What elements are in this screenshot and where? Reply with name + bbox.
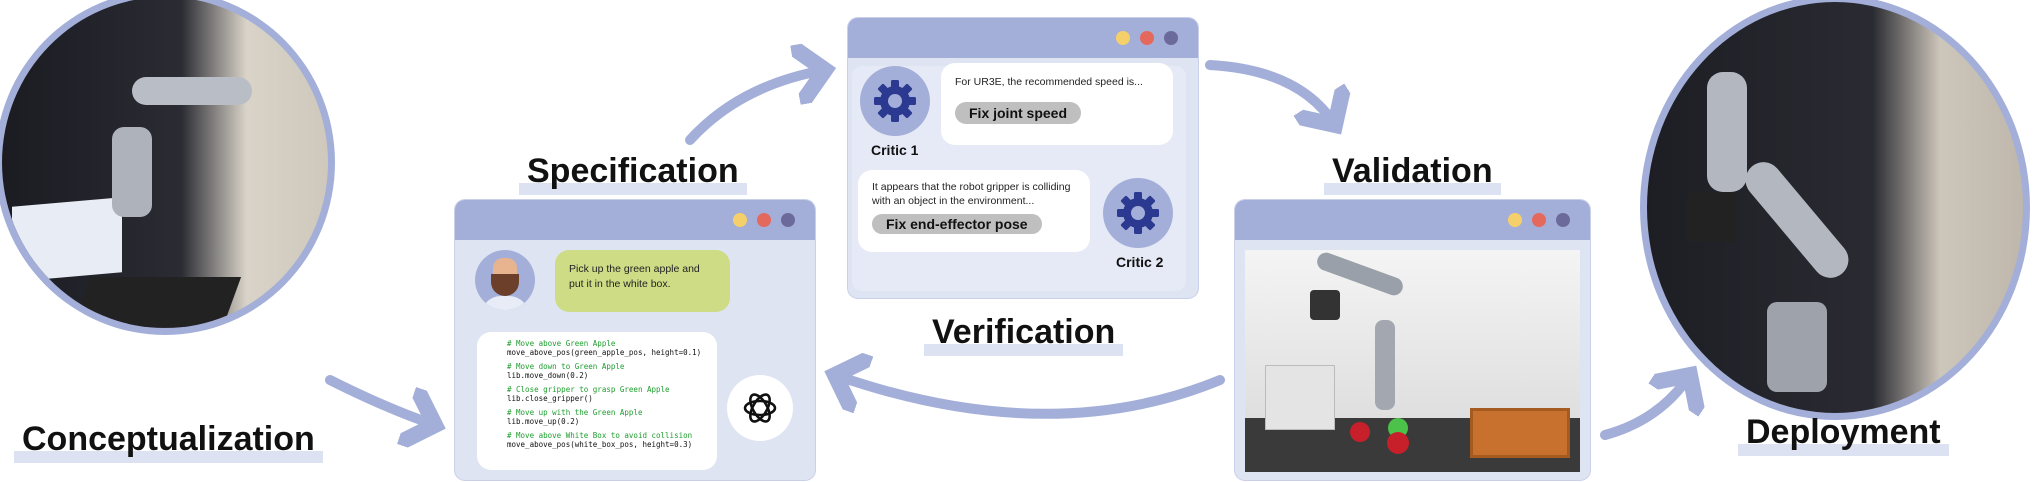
robot-base (1767, 302, 1827, 392)
critic1-bubble: For UR3E, the recommended speed is... Fi… (941, 63, 1173, 145)
window-dot-red (1532, 213, 1546, 227)
chatgpt-logo-icon (727, 375, 793, 441)
window-titlebar (848, 18, 1198, 58)
window-dot-yellow (1116, 31, 1130, 45)
code-comment: # Move up with the Green Apple (507, 408, 643, 417)
sim-red-apple-2 (1387, 432, 1409, 454)
laptop-keyboard (72, 277, 242, 327)
robot-gripper (1687, 192, 1737, 242)
stage-specification: Specification (519, 152, 747, 195)
fix-joint-speed-button[interactable]: Fix joint speed (955, 102, 1082, 124)
robot-arm (1707, 72, 1747, 192)
stage-conceptualization: Conceptualization (14, 420, 323, 463)
critic1-label: Critic 1 (871, 142, 919, 158)
critic2-bubble: It appears that the robot gripper is col… (858, 170, 1090, 252)
sim-white-box (1265, 365, 1335, 430)
critic2-label: Critic 2 (1116, 254, 1164, 270)
verification-window: Critic 1 For UR3E, the recommended speed… (848, 18, 1198, 298)
code-line: lib.close_gripper() (507, 394, 593, 403)
robot-base (112, 127, 152, 217)
arrow-concept-to-spec (325, 375, 435, 425)
window-dot-purple (781, 213, 795, 227)
stage-validation: Validation (1324, 152, 1501, 195)
window-dot-purple (1164, 31, 1178, 45)
window-dot-yellow (1508, 213, 1522, 227)
code-line: move_above_pos(green_apple_pos, height=0… (507, 348, 702, 357)
arrow-spec-to-verif (685, 70, 825, 145)
code-comment: # Close gripper to grasp Green Apple (507, 385, 670, 394)
code-group: # Move above White Box to avoid collisio… (507, 431, 717, 449)
fix-end-effector-pose-button[interactable]: Fix end-effector pose (872, 214, 1042, 234)
sim-red-apple (1350, 422, 1370, 442)
window-dot-purple (1556, 213, 1570, 227)
user-prompt-bubble: Pick up the green apple and put it in th… (555, 250, 730, 312)
stage-deployment: Deployment (1738, 413, 1949, 456)
code-line: move_above_pos(white_box_pos, height=0.3… (507, 440, 693, 449)
critic1-gear-icon (860, 66, 930, 136)
laptop-screen (12, 197, 122, 282)
robot-arm (132, 77, 252, 105)
code-comment: # Move down to Green Apple (507, 362, 625, 371)
critic2-gear-icon (1103, 178, 1173, 248)
stage-verification: Verification (923, 313, 1124, 356)
window-dot-yellow (733, 213, 747, 227)
arrow-valid-to-deploy (1600, 375, 1690, 440)
critic2-message: It appears that the robot gripper is col… (872, 181, 1071, 207)
user-avatar (475, 250, 535, 310)
deployment-photo (1640, 0, 2030, 420)
code-comment: # Move above White Box to avoid collisio… (507, 431, 693, 440)
code-line: lib.move_up(0.2) (507, 417, 580, 426)
sim-gripper (1310, 290, 1340, 320)
code-comment: # Move above Green Apple (507, 339, 616, 348)
validation-window (1235, 200, 1590, 480)
arrow-valid-to-spec (835, 375, 1225, 419)
simulation-viewport (1245, 250, 1580, 472)
window-titlebar (455, 200, 815, 240)
code-line: lib.move_down(0.2) (507, 371, 589, 380)
robot-forearm (1738, 154, 1856, 286)
sim-robot-base (1375, 320, 1395, 410)
window-dot-red (757, 213, 771, 227)
window-dot-red (1140, 31, 1154, 45)
critic1-message: For UR3E, the recommended speed is... (955, 76, 1143, 88)
arrow-verif-to-valid (1205, 60, 1335, 125)
window-titlebar (1235, 200, 1590, 240)
sim-orange-box (1470, 408, 1570, 458)
specification-window: Pick up the green apple and put it in th… (455, 200, 815, 480)
conceptualization-photo (0, 0, 335, 335)
user-prompt-text: Pick up the green apple and put it in th… (569, 263, 700, 290)
